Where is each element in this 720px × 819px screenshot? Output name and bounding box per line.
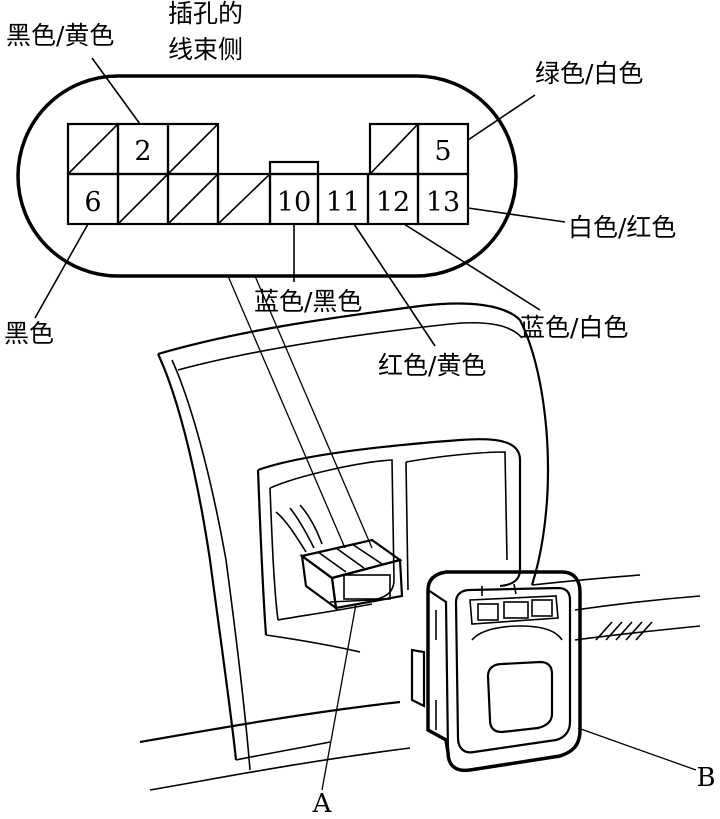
dashboard-panel [139,302,701,791]
callout-a: A [312,789,333,819]
pin-number-2: 2 [134,136,151,167]
label-pin10-blue-black: 蓝色/黑色 [254,287,362,316]
locking-tab [268,160,320,176]
switch-b [410,570,582,773]
cavity-pin-13 [416,172,470,226]
connector-housing-outline [16,74,518,278]
label-harness-side-line1: 插孔的 [168,0,243,28]
label-top-left-black-yellow: 黑色/黄色 [6,21,114,50]
label-pin5-green-white: 绿色/白色 [535,59,643,88]
pin-number-13: 13 [426,187,460,218]
leader-lines [34,57,566,549]
callout-b: B [696,763,715,793]
label-pin11-red-yellow: 红色/黄色 [378,351,486,380]
labels: 黑色/黄色 插孔的 线束侧 绿色/白色 白色/红色 黑色 蓝色/黑色 红色/黄色… [4,0,676,380]
label-pin12-blue-white: 蓝色/白色 [520,313,628,342]
leader-a [321,603,357,791]
pin-number-10: 10 [277,187,311,218]
leader-b [577,727,697,771]
label-pin6-black: 黑色 [4,319,54,348]
label-harness-side-line2: 线束侧 [168,35,243,64]
switch-opening [256,438,522,653]
label-pin13-white-red: 白色/红色 [568,213,676,242]
pin-number-12: 12 [376,187,410,218]
connector-face: 2 5 6 10 11 12 13 [16,74,518,278]
pin-number-11: 11 [326,187,360,218]
connector-a [275,504,404,611]
pin-number-6: 6 [84,187,101,218]
pin-number-5: 5 [434,136,451,167]
